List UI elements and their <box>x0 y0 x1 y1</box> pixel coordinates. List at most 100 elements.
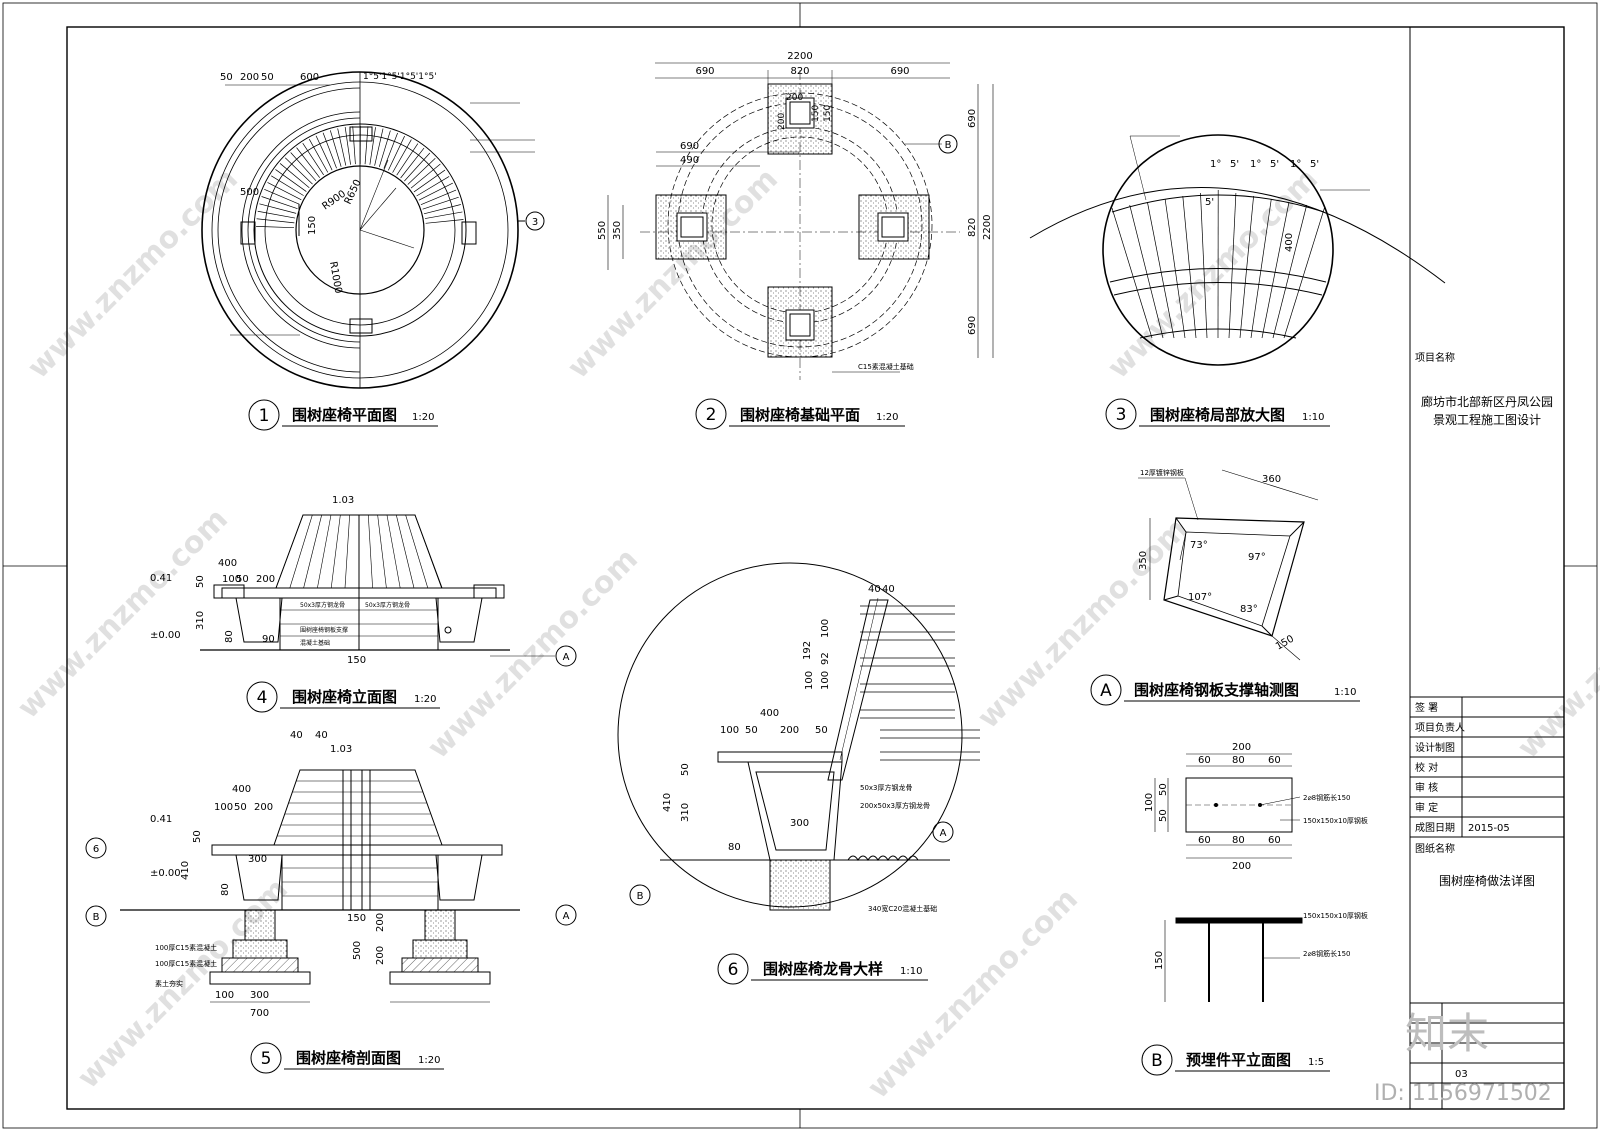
viewA-number: A <box>1100 681 1112 701</box>
sect5-dim: 700 <box>250 1008 269 1019</box>
bench-slat <box>256 226 295 229</box>
bench-section: 400 100 50 200 0.41 ±0.00 50 410 300 80 … <box>85 730 577 1074</box>
view1-number: 1 <box>259 406 270 426</box>
tb-row-date: 成图日期 <box>1415 822 1455 834</box>
detail3-angle: 1° <box>1210 159 1221 170</box>
embedded-part-plan-elevation: 200 60 80 60 100 50 50 60 80 60 200 2⌀8钢… <box>1141 742 1368 1076</box>
tb-row-draw: 设计制图 <box>1415 741 1455 754</box>
bench-slat <box>322 132 337 169</box>
viewB-scale: 1:5 <box>1308 1057 1324 1068</box>
detail6-dim: 100 <box>804 671 815 690</box>
sect5-note: 100厚C15素混凝土 <box>155 959 217 968</box>
detail-slat <box>1283 207 1325 339</box>
bench-slat <box>374 128 384 166</box>
elev4-dim: 150 <box>347 655 366 666</box>
bench-slat <box>264 189 300 205</box>
detail6-note: 340宽C20混凝土基础 <box>868 904 937 913</box>
plan2-cdim: 200 <box>777 113 787 130</box>
plan2-cdim: 200 <box>786 93 803 103</box>
elevation-slat <box>317 514 332 589</box>
plan1-callout: 3 <box>532 217 538 228</box>
detail6-dim: 192 <box>802 641 813 660</box>
bench-slat <box>404 152 431 182</box>
plan2-rdim: 820 <box>967 218 978 237</box>
elev4-callout: A <box>563 652 570 663</box>
sect5-dim: 40 <box>290 730 303 741</box>
detail6-dim: 100 <box>720 725 739 736</box>
bench-slat <box>290 152 317 182</box>
plan2-dim: 690 <box>890 66 909 77</box>
bench-slat <box>383 132 398 169</box>
bench-slat <box>378 130 391 167</box>
elev4-dim: ±0.00 <box>150 630 181 641</box>
bench-slat <box>256 218 295 224</box>
detail6-dim: 80 <box>728 842 741 853</box>
detail6-dim: 310 <box>680 803 691 822</box>
plan2-rdim: 690 <box>967 316 978 335</box>
detail-slat <box>1200 192 1208 339</box>
detail-slat <box>1147 201 1175 339</box>
bench-slat <box>425 219 464 224</box>
elev4-note: 围树座椅钢板支撑 <box>300 626 348 634</box>
detail-slat <box>1228 192 1237 339</box>
view5-number: 5 <box>261 1049 272 1069</box>
bench-slat <box>315 135 333 171</box>
plan1-dim: 200 <box>240 72 259 83</box>
embedB-dim: 100 <box>1144 793 1155 812</box>
view2-scale: 1:20 <box>876 412 898 423</box>
bench-slat <box>418 182 453 201</box>
plan1-dim: 600 <box>300 72 319 83</box>
plan2-dim: 2200 <box>787 51 812 62</box>
view1-title: 围树座椅平面图 <box>292 406 397 424</box>
embedB-dim: 50 <box>1158 809 1169 822</box>
bench-slat <box>275 169 307 192</box>
embedB-dim: 200 <box>1232 861 1251 872</box>
detail6-note: 200x50x3厚方钢龙骨 <box>860 801 930 810</box>
detail-slat <box>1111 207 1153 339</box>
detail3-angle: 5' <box>1310 159 1319 170</box>
sect5-dim: 200 <box>375 913 386 932</box>
detail6-dim: 50 <box>745 725 758 736</box>
bench-slat <box>259 203 297 214</box>
plan1-r: 150 <box>307 216 318 235</box>
sect5-dim: 80 <box>220 883 231 896</box>
axoA-angle: 107° <box>1188 592 1212 603</box>
sect5-dim: 50 <box>192 830 203 843</box>
bench-slat <box>364 126 369 165</box>
bench-slat <box>267 182 302 201</box>
bench-slat <box>308 139 329 173</box>
view5-title: 围树座椅剖面图 <box>296 1049 401 1067</box>
plan2-ldim: 490 <box>680 155 699 166</box>
plan2-ldim: 350 <box>612 221 623 240</box>
elev4-note: 混凝土基础 <box>300 639 330 647</box>
detail-slat <box>1239 195 1254 339</box>
watermark-text: www.znzmo.com <box>971 512 1195 736</box>
elev4-dim: 1.03 <box>332 495 354 506</box>
axoA-angle: 83° <box>1240 604 1258 615</box>
axoA-angle: 97° <box>1248 552 1266 563</box>
bench-slat <box>296 147 321 178</box>
plan2-rdim: 2200 <box>982 215 993 240</box>
elevation-slat <box>303 514 322 589</box>
detail6-callout: A <box>940 828 947 839</box>
embedB-dim: 50 <box>1158 783 1169 796</box>
detail6-dim: 200 <box>780 725 799 736</box>
bench-slat <box>400 147 425 179</box>
local-enlarged-detail: 1° 5' 1° 5' 1° 5' 5' 400 3 围树座椅局部放大图 1:1… <box>1029 134 1446 430</box>
detail3-dim: 400 <box>1284 233 1295 252</box>
project-name-label: 项目名称 <box>1415 351 1455 364</box>
viewB-number: B <box>1151 1051 1163 1071</box>
view4-number: 4 <box>257 688 268 708</box>
view3-number: 3 <box>1116 405 1127 425</box>
foundation-plan: 2200 690 820 690 690 820 690 2200 690 49… <box>597 51 994 430</box>
embedB-dim: 60 <box>1198 835 1211 846</box>
axoA-dim: 350 <box>1138 551 1149 570</box>
view6-scale: 1:10 <box>900 966 922 977</box>
watermark-text: www.znzmo.com <box>21 162 245 386</box>
bench-slat <box>407 158 436 185</box>
bench-slat <box>329 130 342 167</box>
tb-row-review: 审 核 <box>1415 781 1438 794</box>
tb-row-sign: 签 署 <box>1415 701 1438 714</box>
embedB-dim: 80 <box>1232 755 1245 766</box>
